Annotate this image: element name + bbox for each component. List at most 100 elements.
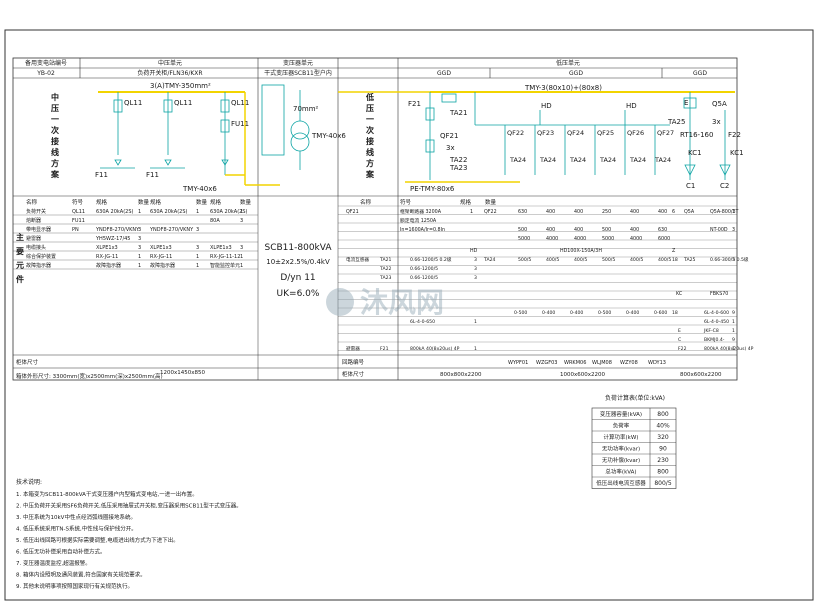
lv-table-cell: 1 <box>474 319 477 325</box>
hv-table-cell: 3 <box>138 227 141 233</box>
load-table-value: 40% <box>656 423 670 430</box>
header-tr-section: 变压器单元 <box>283 59 313 67</box>
hv-table-cell: 1 <box>196 263 199 269</box>
lv-circuit-name: WDY13 <box>648 360 666 366</box>
lv-table-cell: E <box>678 328 681 334</box>
hv-table-cell: 1 <box>196 209 199 215</box>
hv-table-cell: XLPE1x3 <box>150 245 172 251</box>
hv-table-cell: 电缆接头 <box>26 244 46 251</box>
lv-f22: F22 <box>728 131 741 139</box>
hv-table-header: 数量 <box>196 198 208 206</box>
hv-table-cell: 630A 20kA(2S) <box>210 209 248 215</box>
lv-table-cell: Z <box>672 248 676 254</box>
hv-single-line: 3(A)TMY-350mm² QL11 QL11 QL11 FU1 <box>95 82 280 193</box>
lv-table-cell: 800kA 40(8x20us) 4P <box>704 346 754 352</box>
hv-table-cell: 1 <box>138 254 141 260</box>
load-table-label: 无功补偿(kvar) <box>602 456 640 464</box>
load-table-value: 800 <box>657 469 669 476</box>
tr-model: SCB11-800kVA <box>265 243 333 253</box>
header-lv-cabinet-3: GGD <box>693 70 707 77</box>
lv-table-cell: HD <box>470 248 478 254</box>
hv-table-cell: FU11 <box>72 218 85 224</box>
load-table-value: 90 <box>659 446 667 453</box>
lv-ta24-c: TA24 <box>569 156 586 164</box>
sheet-border <box>4 29 814 601</box>
hv-table-cell: 熔断器 <box>26 217 41 224</box>
hv-fu: FU11 <box>231 120 249 128</box>
lv-table-cell: 框架断路器 3200A <box>400 208 442 215</box>
lv-table-cell: 800kA 40(8x20us) 4P <box>410 346 460 352</box>
lv-table-cell: 1 <box>732 346 735 352</box>
lv-table-cell: 6 <box>672 209 675 215</box>
lv-ta24-a: TA24 <box>509 156 526 164</box>
lv-table-cell: F22 <box>678 346 687 352</box>
lv-table-cell: TA22 <box>379 266 392 272</box>
load-table-value: 800 <box>657 411 669 418</box>
lv-table-cell: 1 <box>732 209 735 215</box>
lv-table-cell: 0-500 <box>598 310 611 316</box>
hv-table-cell: PN <box>72 227 79 233</box>
hv-table-cell: 3 <box>240 218 243 224</box>
hv-table-cell: 1 <box>138 263 141 269</box>
lv-rt: RT16-160 <box>680 131 713 139</box>
lv-table-cell: 3 <box>732 257 735 263</box>
lv-table-cell: QF21 <box>346 209 359 215</box>
hv-cabinet-size-label: 柜体尺寸 <box>16 358 39 366</box>
hv-table-cell: 带电显示器 <box>26 226 51 233</box>
lv-table-cell: 1 <box>732 328 735 334</box>
hv-table-cell: 630A 20kA(2S) <box>150 209 188 215</box>
hv-scheme-char: 中 <box>51 92 59 102</box>
lv-table-cell: JKF-C8 <box>703 328 719 334</box>
hv-table-header: 数量 <box>138 198 150 206</box>
lv-table-cell: 400/5 <box>574 257 587 263</box>
notes-item: 3. 中压系统为10kV中性点经消弧线圈接地系统。 <box>16 513 136 521</box>
lv-table-header: 数量 <box>485 198 497 206</box>
hv-table-cell: 故障指示器 <box>150 262 175 269</box>
lv-circuit-label: 回路编号 <box>342 358 365 366</box>
notes: 技术说明:1. 本箱变为SCB11-800kVA干式变压器户内型箱式变电站,一进… <box>16 478 242 590</box>
lv-qf24: QF24 <box>567 129 584 137</box>
lv-table-cell: 9 <box>732 310 735 316</box>
drawing-frame <box>12 57 738 381</box>
header-left-label: 备用变电站编号 <box>25 59 67 67</box>
lv-bus-label: TMY-3(80x10)+(80x8) <box>524 84 602 92</box>
lv-table-cell: 500/5 <box>518 257 531 263</box>
lv-size-mid: 1000x600x2200 <box>560 372 606 378</box>
lv-table-cell: 250 <box>602 209 611 215</box>
tr-vector: D/yn 11 <box>280 273 315 283</box>
lv-table-cell: 0.66-1200/5 0.2级 <box>410 256 452 263</box>
hv-ql-3: QL11 <box>231 99 249 107</box>
hv-table-cell: 1 <box>240 209 243 215</box>
load-table-value: 320 <box>657 434 669 441</box>
notes-item: 2. 中压负荷开关采用SF6负荷开关,低压采用抽屉式开关柜,变压器采用SCB11… <box>16 502 242 510</box>
lv-f21: F21 <box>408 100 421 108</box>
lv-table-cell: NT-00D <box>710 227 728 233</box>
lv-scheme-char: 低 <box>365 92 374 102</box>
lv-table-cell: 6L-4-0-450 <box>704 319 729 325</box>
hv-f11-b: F11 <box>146 171 159 179</box>
lv-table-cell: 1 <box>732 319 735 325</box>
lv-table-cell: 630 <box>518 209 527 215</box>
hv-table-cell: 3 <box>240 245 243 251</box>
hv-table-cell: 故障指示器 <box>26 262 51 269</box>
header-hv-section: 中压单元 <box>158 59 182 67</box>
lv-table-cell: 6L-4-0-600 <box>704 310 729 316</box>
lv-table-cell: 4000 <box>546 236 558 242</box>
lv-circuit-name: WZGF03 <box>536 360 557 366</box>
lv-qf27: QF27 <box>657 129 674 137</box>
transformer-symbol: 70mm² TMY-40x6 <box>261 84 346 170</box>
lv-scheme-char: 案 <box>365 169 375 179</box>
hv-table-cell: YNDF8-270/VKNY <box>149 227 194 233</box>
lv-table-cell: 0-400 <box>626 310 639 316</box>
lv-cabinet-size-label: 柜体尺寸 <box>342 370 365 378</box>
hv-table-cell: 智能监控单元 <box>210 262 240 269</box>
lv-table-cell: 3 <box>474 266 477 272</box>
lv-table-cell: 5000 <box>518 236 530 242</box>
hv-table-cell: 1 <box>196 254 199 260</box>
table-frame <box>13 195 737 380</box>
lv-ta23: TA23 <box>449 164 467 172</box>
hv-table-cell: 3 <box>196 245 199 251</box>
